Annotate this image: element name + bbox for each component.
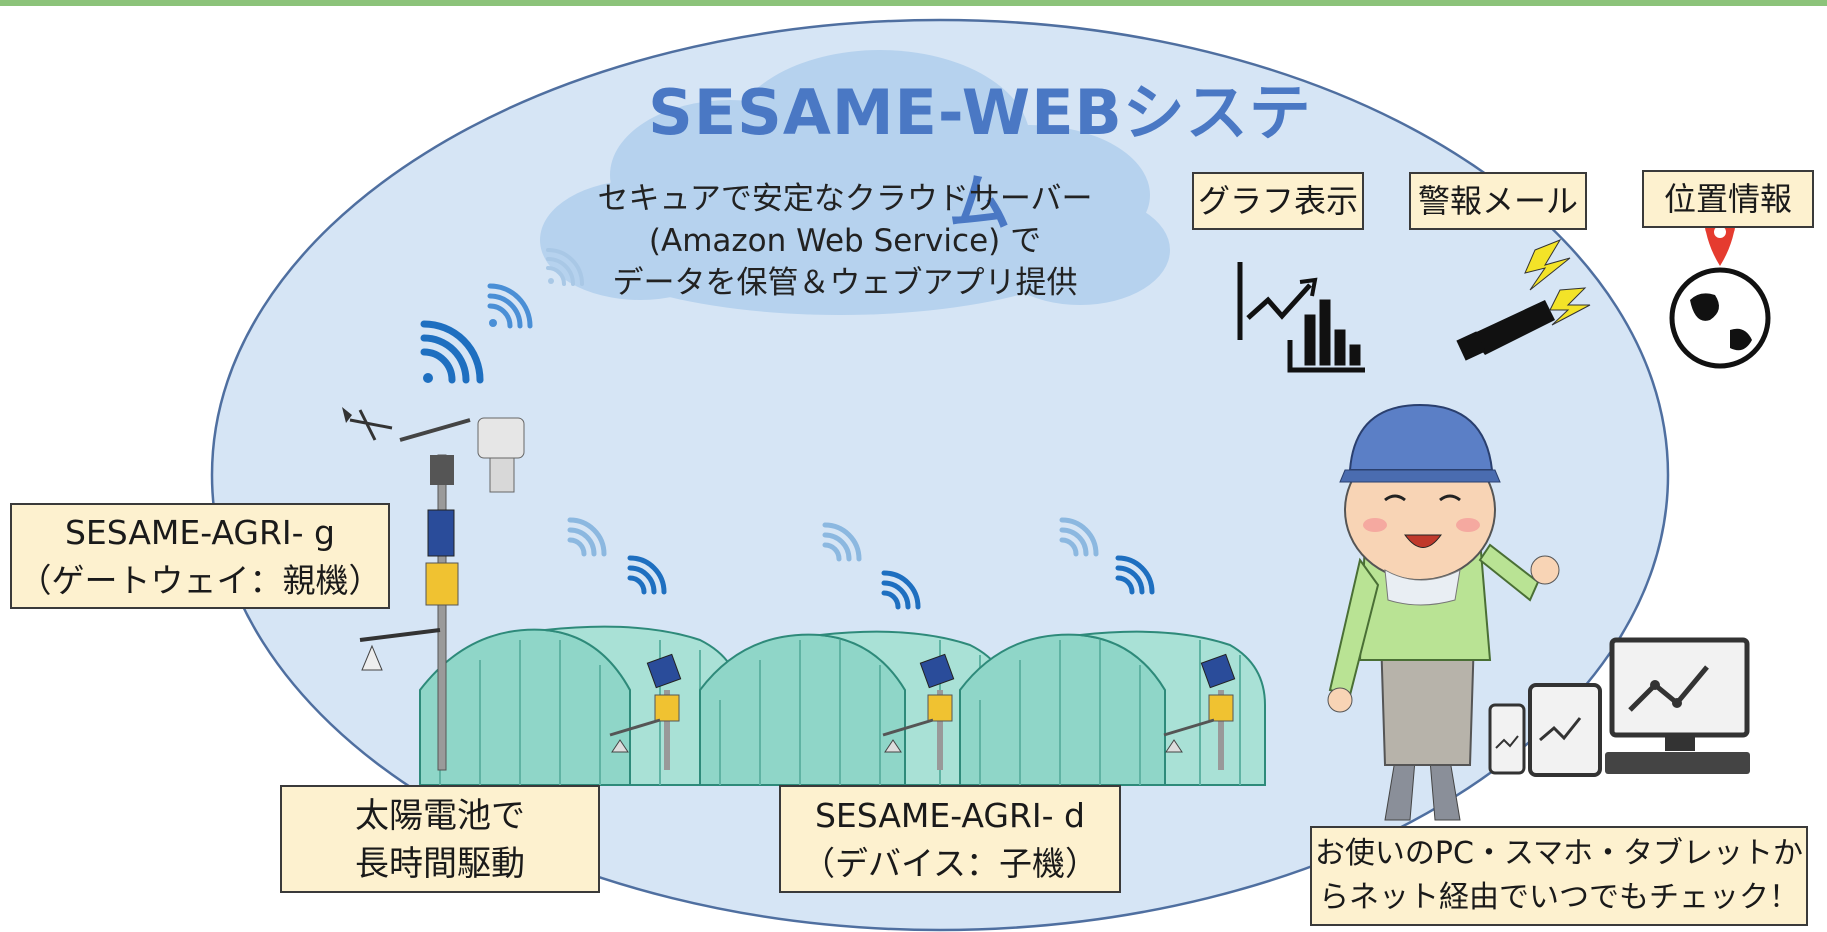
device-unit-2 [882, 653, 955, 770]
gateway-station [342, 407, 525, 771]
device-label-line-2: （デバイス：子機） [801, 844, 1098, 883]
top-accent-bar [0, 0, 1827, 6]
solar-label-line-2: 長時間駆動 [355, 844, 525, 884]
greenhouses [419, 625, 1266, 786]
farmer-figure [1327, 403, 1560, 821]
gateway-label: SESAME-AGRI- g （ゲートウェイ：親機） [10, 503, 390, 609]
user-note-label: お使いのPC・スマホ・タブレットか らネット経由でいつでもチェック！ [1310, 826, 1808, 926]
megaphone-icon [1456, 238, 1591, 361]
greenhouse-1 [419, 625, 741, 786]
user-devices [1488, 637, 1750, 777]
system-title: SESAME-WEBシステム [648, 76, 1312, 239]
device-label: SESAME-AGRI- d （デバイス：子機） [779, 785, 1121, 893]
device-unit-3 [1163, 653, 1236, 770]
cloud-description: セキュアで安定なクラウドサーバー (Amazon Web Service) で … [585, 178, 1105, 304]
wifi-device-icons [567, 517, 1155, 610]
user-note-line-2: らネット経由でいつでもチェック！ [1319, 880, 1799, 915]
solar-label-line-1: 太陽電池で [355, 796, 525, 836]
solar-label: 太陽電池で 長時間駆動 [280, 785, 600, 893]
globe-pin-icon [1669, 211, 1771, 369]
cloud-line-1: セキュアで安定なクラウドサーバー [597, 181, 1093, 217]
graph-icon [1237, 262, 1365, 373]
feature-graph-label: グラフ表示 [1192, 172, 1364, 230]
wifi-uplink-icon [420, 248, 584, 384]
device-label-line-1: SESAME-AGRI- d [814, 796, 1085, 835]
gateway-label-line-2: （ゲートウェイ：親機） [18, 561, 382, 600]
user-note-line-1: お使いのPC・スマホ・タブレットか [1314, 836, 1804, 871]
device-units [609, 653, 1236, 770]
feature-alert-mail-label: 警報メール [1409, 172, 1587, 230]
feature-location-label: 位置情報 [1642, 170, 1814, 228]
cloud-line-2: (Amazon Web Service) で [648, 223, 1042, 259]
cloud-shape [540, 50, 1170, 315]
device-unit-1 [609, 653, 682, 770]
gateway-label-line-1: SESAME-AGRI- g [64, 513, 335, 552]
cloud-line-3: データを保管＆ウェブアプリ提供 [612, 265, 1078, 301]
